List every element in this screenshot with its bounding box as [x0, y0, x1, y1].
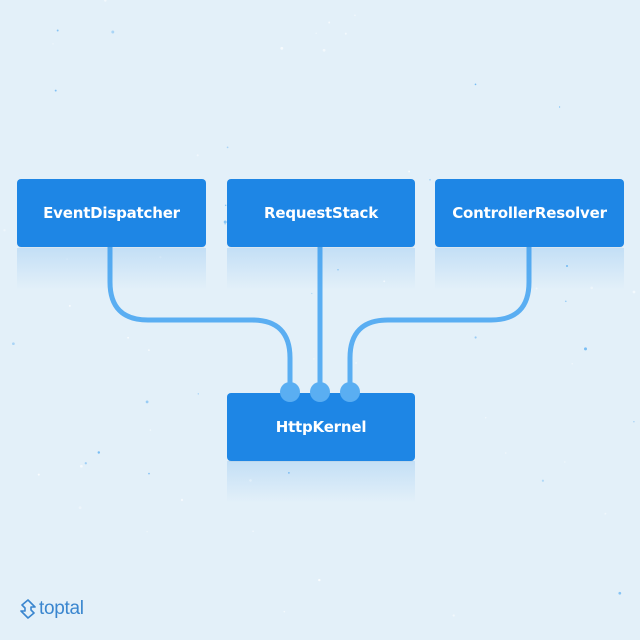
- speckle-dot: [180, 498, 184, 502]
- speckle-dot: [56, 29, 59, 32]
- speckle-dot: [127, 336, 129, 339]
- speckle-dot: [322, 48, 326, 52]
- speckle-dot: [535, 287, 538, 290]
- speckle-dot: [224, 223, 226, 225]
- speckle-dot: [84, 462, 87, 465]
- speckle-dot: [66, 258, 68, 260]
- speckle-dot: [37, 473, 40, 476]
- speckle-dot: [564, 300, 567, 303]
- speckle-dot: [283, 610, 286, 613]
- box-reflection: [17, 248, 206, 290]
- speckle-dot: [559, 106, 561, 108]
- node-label: HttpKernel: [275, 418, 367, 436]
- speckle-dot: [633, 420, 635, 423]
- speckle-dot: [226, 146, 229, 149]
- speckle-dot: [604, 512, 607, 515]
- speckle-dot: [541, 479, 545, 482]
- speckle-dot: [146, 530, 148, 533]
- speckle-dot: [197, 393, 199, 395]
- speckle-dot: [311, 292, 313, 295]
- speckle-dot: [355, 362, 357, 364]
- speckle-dot: [148, 472, 150, 475]
- speckle-dot: [78, 506, 82, 510]
- connector-event-dispatcher: [107, 243, 293, 395]
- speckle-dot: [408, 170, 411, 173]
- speckle-dot: [223, 220, 227, 224]
- speckle-dot: [474, 83, 477, 86]
- speckle-dot: [252, 530, 254, 533]
- toptal-logo-icon: [20, 599, 36, 619]
- speckle-dot: [97, 451, 101, 454]
- brand-logo: toptal: [20, 598, 84, 620]
- speckle-dot: [148, 349, 150, 351]
- speckle-dot: [111, 30, 115, 34]
- speckle-dot: [80, 464, 83, 468]
- speckle-dot: [504, 452, 507, 454]
- speckle-dot: [52, 43, 54, 45]
- speckle-dot: [196, 154, 199, 157]
- node-label: RequestStack: [264, 204, 378, 222]
- speckle-dot: [484, 417, 487, 419]
- event-dispatcher-node: EventDispatcher: [17, 179, 206, 247]
- speckle-dot: [618, 591, 622, 595]
- speckle-dot: [12, 342, 15, 346]
- speckle-dot: [383, 280, 386, 283]
- speckle-dot: [328, 21, 331, 24]
- speckle-dot: [318, 578, 321, 582]
- background-speckles: [3, 0, 636, 617]
- speckle-dot: [564, 461, 566, 463]
- speckle-dot: [565, 264, 569, 268]
- brand-name: toptal: [39, 598, 84, 619]
- box-reflection: [227, 248, 415, 290]
- speckle-dot: [315, 32, 318, 35]
- speckle-dot: [429, 178, 431, 181]
- box-reflection: [227, 461, 415, 503]
- speckle-dot: [474, 336, 477, 339]
- speckle-dot: [632, 290, 636, 294]
- speckle-dot: [354, 14, 356, 17]
- speckle-dot: [288, 472, 290, 474]
- speckle-dot: [344, 32, 347, 35]
- speckle-dot: [149, 429, 152, 431]
- speckle-dot: [590, 286, 594, 290]
- node-label: ControllerResolver: [452, 204, 607, 222]
- connector-controller-resolver: [347, 243, 532, 395]
- speckle-dot: [104, 0, 107, 2]
- speckle-dot: [159, 256, 162, 259]
- speckle-dot: [313, 358, 315, 360]
- speckle-dot: [145, 400, 149, 404]
- speckle-dot: [249, 479, 252, 482]
- speckle-dot: [452, 614, 455, 617]
- speckle-dot: [337, 269, 339, 271]
- http-kernel-node: HttpKernel: [227, 393, 415, 461]
- speckle-dot: [224, 204, 227, 207]
- speckle-dot: [280, 46, 284, 50]
- box-reflection: [435, 248, 624, 290]
- speckle-dot: [54, 89, 57, 92]
- speckle-dot: [584, 347, 587, 351]
- speckle-dot: [68, 304, 71, 307]
- request-stack-node: RequestStack: [227, 179, 415, 247]
- speckle-dot: [3, 229, 6, 232]
- speckle-dot: [571, 363, 573, 365]
- node-label: EventDispatcher: [43, 204, 180, 222]
- controller-resolver-node: ControllerResolver: [435, 179, 624, 247]
